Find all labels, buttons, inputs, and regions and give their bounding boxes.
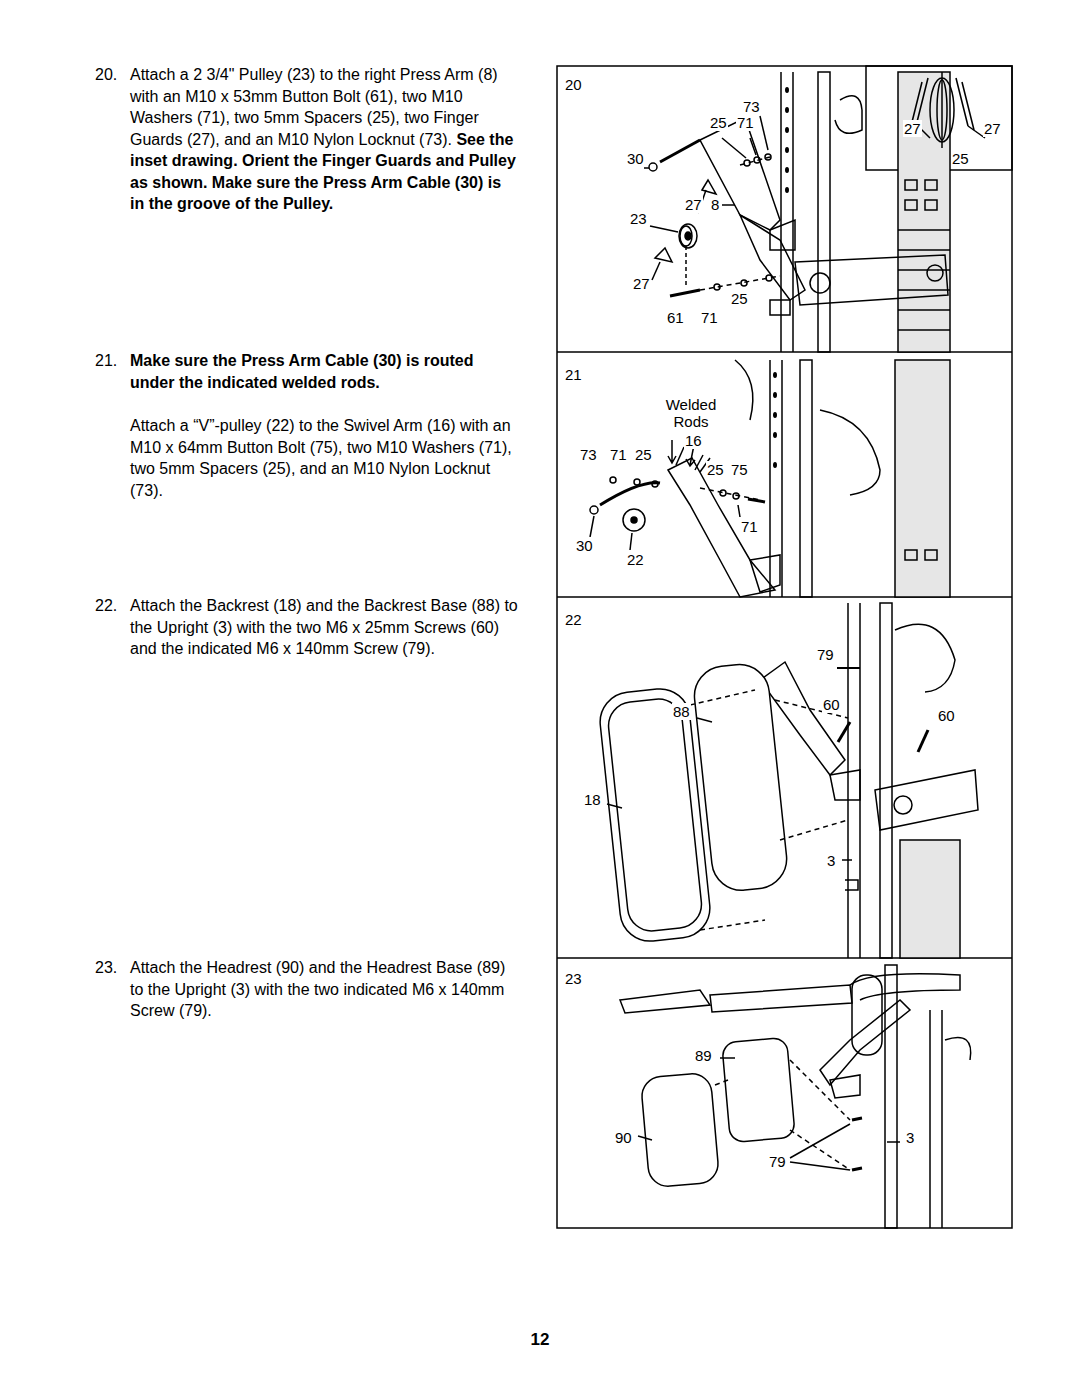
callout-number: 60: [822, 696, 841, 713]
callout-number: 71: [736, 114, 755, 131]
callout-number: 79: [768, 1153, 787, 1170]
step-number: 23.: [95, 959, 117, 976]
instruction-text: Make sure the Press Arm Cable (30) is ro…: [130, 352, 474, 391]
instruction-text: Attach a “V”-pulley (22) to the Swivel A…: [130, 417, 512, 499]
callout-number: 73: [579, 446, 598, 463]
callout-number: 16: [684, 432, 703, 449]
callout-number: 71: [609, 446, 628, 463]
step-number: 22: [564, 611, 583, 628]
instruction-text: Attach a 2 3/4" Pulley (23) to the right…: [130, 64, 518, 215]
panel-20-art: [644, 72, 985, 352]
callout-number: 27: [903, 120, 922, 137]
instruction-text: Attach a 2 3/4" Pulley (23) to the right…: [130, 66, 498, 148]
callout-number: 25: [634, 446, 653, 463]
instruction-text: Attach the Headrest (90) and the Headres…: [130, 959, 505, 1019]
callout-number: 27: [684, 196, 703, 213]
callout-number: 25: [706, 461, 725, 478]
instruction-text: 21.: [95, 350, 130, 372]
instruction-text: 20.: [95, 64, 130, 86]
callout-number: 71: [740, 518, 759, 535]
instruction-text: 23.: [95, 957, 130, 979]
callout-number: 88: [672, 703, 691, 720]
panel-23-art: [620, 965, 971, 1228]
callout-number: 22: [626, 551, 645, 568]
callout-number: 73: [742, 98, 761, 115]
callout-number: 25: [709, 114, 728, 131]
callout-number: 25: [730, 290, 749, 307]
callout-number: 71: [700, 309, 719, 326]
callout-number: 23: [629, 210, 648, 227]
callout-number: 89: [694, 1047, 713, 1064]
panel-22-art: [597, 603, 978, 958]
step-number: 22.: [95, 597, 117, 614]
callout-number: 61: [666, 309, 685, 326]
callout-number: 27: [983, 120, 1002, 137]
callout-number: 30: [626, 150, 645, 167]
callout-number: 79: [816, 646, 835, 663]
instruction-text: 22.: [95, 595, 130, 617]
step-number: 23: [564, 970, 583, 987]
callout-number: 27: [632, 275, 651, 292]
callout-number: 30: [575, 537, 594, 554]
panel-21-art: [590, 360, 950, 597]
step-number: 20.: [95, 66, 117, 83]
callout-number: 3: [826, 852, 836, 869]
callout-number: 18: [583, 791, 602, 808]
callout-number: Welded Rods: [655, 396, 727, 430]
panel-frame: [557, 66, 1012, 1228]
step-number: 21.: [95, 352, 117, 369]
callout-number: 60: [937, 707, 956, 724]
instruction-text: Attach the Backrest (18) and the Backres…: [130, 597, 518, 657]
callout-number: 8: [710, 196, 720, 213]
page-number: 12: [531, 1330, 550, 1350]
step-number: 20: [564, 76, 583, 93]
callout-number: 3: [905, 1129, 915, 1146]
instruction-text: Attach a “V”-pulley (22) to the Swivel A…: [130, 415, 518, 501]
callout-number: 75: [730, 461, 749, 478]
instruction-text: Attach the Headrest (90) and the Headres…: [130, 957, 518, 1022]
step-number: 21: [564, 366, 583, 383]
callout-number: 25: [951, 150, 970, 167]
callout-number: 90: [614, 1129, 633, 1146]
instruction-text: Make sure the Press Arm Cable (30) is ro…: [130, 350, 518, 393]
instruction-text: Attach the Backrest (18) and the Backres…: [130, 595, 518, 660]
